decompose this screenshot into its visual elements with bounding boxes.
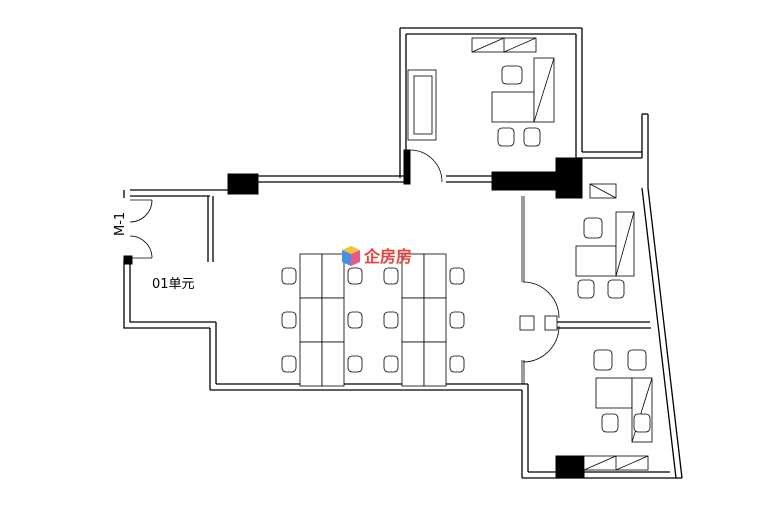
desk [321,253,345,299]
chair [383,267,399,285]
desk [423,341,447,387]
watermark-text: 企房房 [363,247,412,266]
structural-columns [123,149,585,479]
chair [383,355,399,373]
watermark-logo: 企房房 [342,246,412,266]
desk [299,297,323,343]
chair [281,311,297,329]
lower-right-office-furniture [583,349,653,471]
outer-walls [123,27,683,479]
desk [299,341,323,387]
desk [321,297,345,343]
chair [449,311,465,329]
chair [281,267,297,285]
logo-cube-icon [342,246,360,266]
desk [299,253,323,299]
chair [347,267,363,285]
chair [449,267,465,285]
right-office-doors [519,281,560,363]
chair [347,311,363,329]
top-office-door [409,149,443,183]
desk [423,253,447,299]
door-tag-label: M-1 [113,212,128,236]
chair [347,355,363,373]
desk [401,341,425,387]
desk [423,297,447,343]
chair [383,311,399,329]
unit-name-label: 01单元 [152,277,195,292]
chair [449,355,465,373]
middle-right-office-furniture [575,183,635,299]
desk [401,297,425,343]
chair [281,355,297,373]
open-office-workstations [281,253,465,387]
entrance-door [129,199,153,259]
desk [321,341,345,387]
top-office-furniture [407,37,555,147]
